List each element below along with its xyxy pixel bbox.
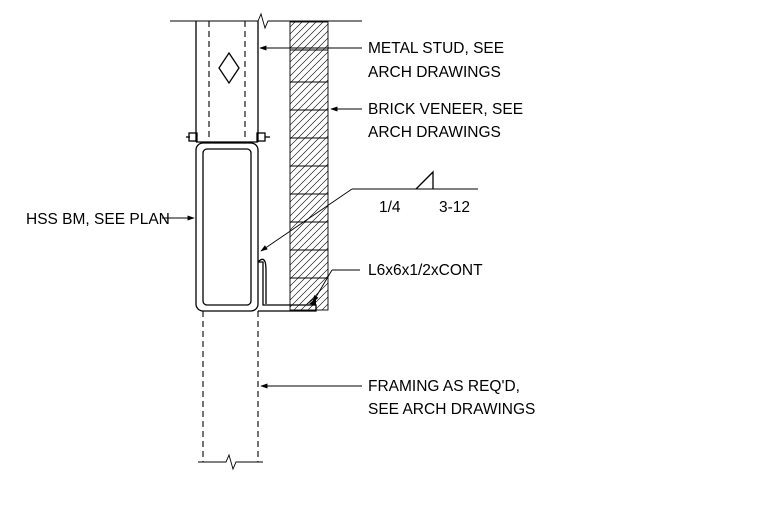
brick-label-2: ARCH DRAWINGS	[368, 124, 501, 141]
steel-angle	[257, 258, 317, 312]
top-break-line	[170, 12, 362, 30]
weld-size-label: 1/4	[379, 199, 401, 216]
fillet-weld-icon	[415, 170, 434, 190]
leaders	[162, 45, 362, 389]
framing-below	[198, 311, 263, 471]
metal-stud-label-2: ARCH DRAWINGS	[368, 64, 501, 81]
angle-label: L6x6x1/2xCONT	[368, 262, 483, 279]
metal-stud	[186, 21, 270, 143]
brick-label-1: BRICK VENEER, SEE	[368, 101, 523, 118]
brick-veneer	[289, 21, 329, 311]
framing-label-1: FRAMING AS REQ'D,	[368, 378, 520, 395]
metal-stud-label-1: METAL STUD, SEE	[368, 40, 504, 57]
hss-beam	[195, 142, 259, 312]
weld-length-label: 3-12	[439, 199, 470, 216]
framing-label-2: SEE ARCH DRAWINGS	[368, 401, 535, 418]
hss-label: HSS BM, SEE PLAN	[26, 211, 170, 228]
stud-symbol-icon	[218, 51, 240, 85]
weld-symbol	[260, 170, 478, 252]
